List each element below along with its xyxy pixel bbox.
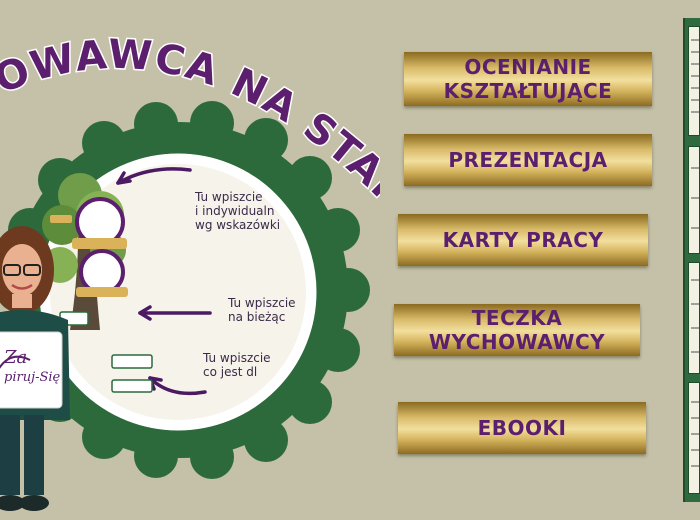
menu-button-ebooki[interactable]: EBOOKI bbox=[398, 402, 646, 454]
placeholder-bar bbox=[111, 354, 153, 369]
photo-frame-bottom bbox=[76, 249, 128, 297]
hint-top-line3: wg wskazówki bbox=[195, 218, 281, 232]
scalloped-rosette bbox=[0, 101, 370, 479]
menu-label-karty-pracy: KARTY PRACY bbox=[442, 228, 604, 252]
preview-strip bbox=[683, 18, 700, 502]
menu-label-ocenianie-line1: OCENIANIE bbox=[464, 55, 592, 79]
photo-frame-top bbox=[72, 197, 127, 249]
preview-thumbnail[interactable] bbox=[688, 262, 700, 374]
planner-badge-graphic: HOWAWCA NA START bbox=[0, 0, 380, 511]
logo-sign bbox=[0, 331, 63, 409]
preview-thumbnail[interactable] bbox=[688, 382, 700, 494]
hero-illustration: HOWAWCA NA START Za piruj-Się Tu wpiszci… bbox=[0, 0, 380, 511]
menu-label-teczka-line2: WYCHOWAWCY bbox=[428, 330, 606, 354]
menu-button-prezentacja[interactable]: PREZENTACJA bbox=[404, 134, 652, 186]
menu-label-ocenianie-line2: KSZTAŁTUJĄCE bbox=[443, 79, 613, 103]
preview-thumbnail[interactable] bbox=[688, 26, 700, 136]
logo-text-bottom: piruj-Się bbox=[4, 370, 61, 385]
arrow-top-icon bbox=[116, 167, 192, 185]
menu-button-teczka-wychowawcy[interactable]: TECZKA WYCHOWAWCY bbox=[394, 304, 640, 356]
menu-button-karty-pracy[interactable]: KARTY PRACY bbox=[398, 214, 648, 266]
placeholder-bar bbox=[111, 379, 153, 393]
menu-label-ebooki: EBOOKI bbox=[477, 416, 567, 440]
hint-middle-line2: na bieżąc bbox=[228, 310, 286, 324]
menu-label-teczka-line1: TECZKA bbox=[471, 306, 563, 330]
preview-thumbnail[interactable] bbox=[688, 146, 700, 254]
menu-button-ocenianie[interactable]: OCENIANIE KSZTAŁTUJĄCE bbox=[404, 52, 652, 106]
hint-bottom-line1: Tu wpiszcie bbox=[203, 351, 271, 365]
hint-top-line2: i indywidualn bbox=[195, 204, 275, 218]
hint-top-line1: Tu wpiszcie bbox=[195, 190, 263, 204]
hint-bottom-line2: co jest dl bbox=[203, 365, 258, 379]
arrow-bottom-icon bbox=[148, 376, 207, 396]
hint-middle-line1: Tu wpiszcie bbox=[228, 296, 296, 310]
logo-text-top: Za bbox=[4, 347, 28, 368]
menu-label-prezentacja: PREZENTACJA bbox=[448, 148, 608, 172]
